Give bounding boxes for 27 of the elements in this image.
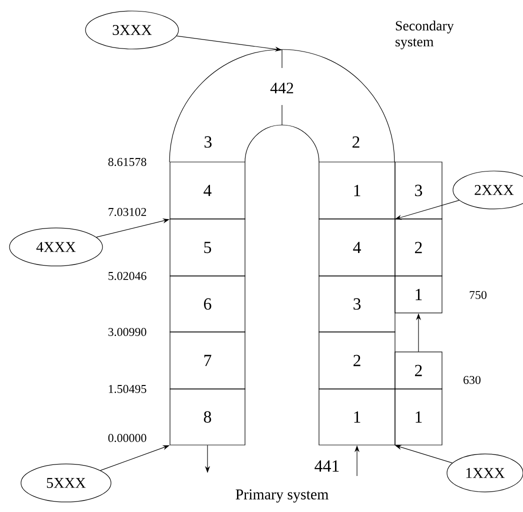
edge-label: 441: [313, 459, 341, 473]
cell: 3: [394, 162, 442, 220]
value-label: 5.02046: [108, 272, 146, 280]
cell: 1: [318, 388, 396, 446]
cell: 4: [318, 218, 396, 276]
cell: 4: [170, 162, 246, 220]
cell: 8: [170, 388, 246, 446]
cell: 1: [394, 388, 442, 446]
value-label: Primary system: [236, 489, 328, 503]
value-label: 7.03102: [108, 208, 146, 216]
value-label: 0.00000: [108, 434, 146, 442]
cell: 1: [318, 162, 396, 220]
cell: 7: [170, 332, 246, 390]
cell: 2: [318, 332, 396, 390]
cell: 2: [394, 218, 442, 276]
cell: 2: [394, 352, 442, 390]
value-label: Secondary system: [396, 20, 454, 50]
cell: 1: [394, 276, 442, 314]
cell: 3: [318, 276, 396, 332]
cell: 6: [170, 276, 246, 332]
value-label: 630: [464, 376, 480, 384]
cell: 5: [170, 218, 246, 276]
value-label: 442: [270, 82, 294, 94]
value-label: 3.00990: [108, 328, 146, 336]
value-label: 750: [470, 290, 486, 300]
value-label: 8.61578: [108, 158, 146, 166]
value-label: 1.50495: [108, 384, 146, 394]
